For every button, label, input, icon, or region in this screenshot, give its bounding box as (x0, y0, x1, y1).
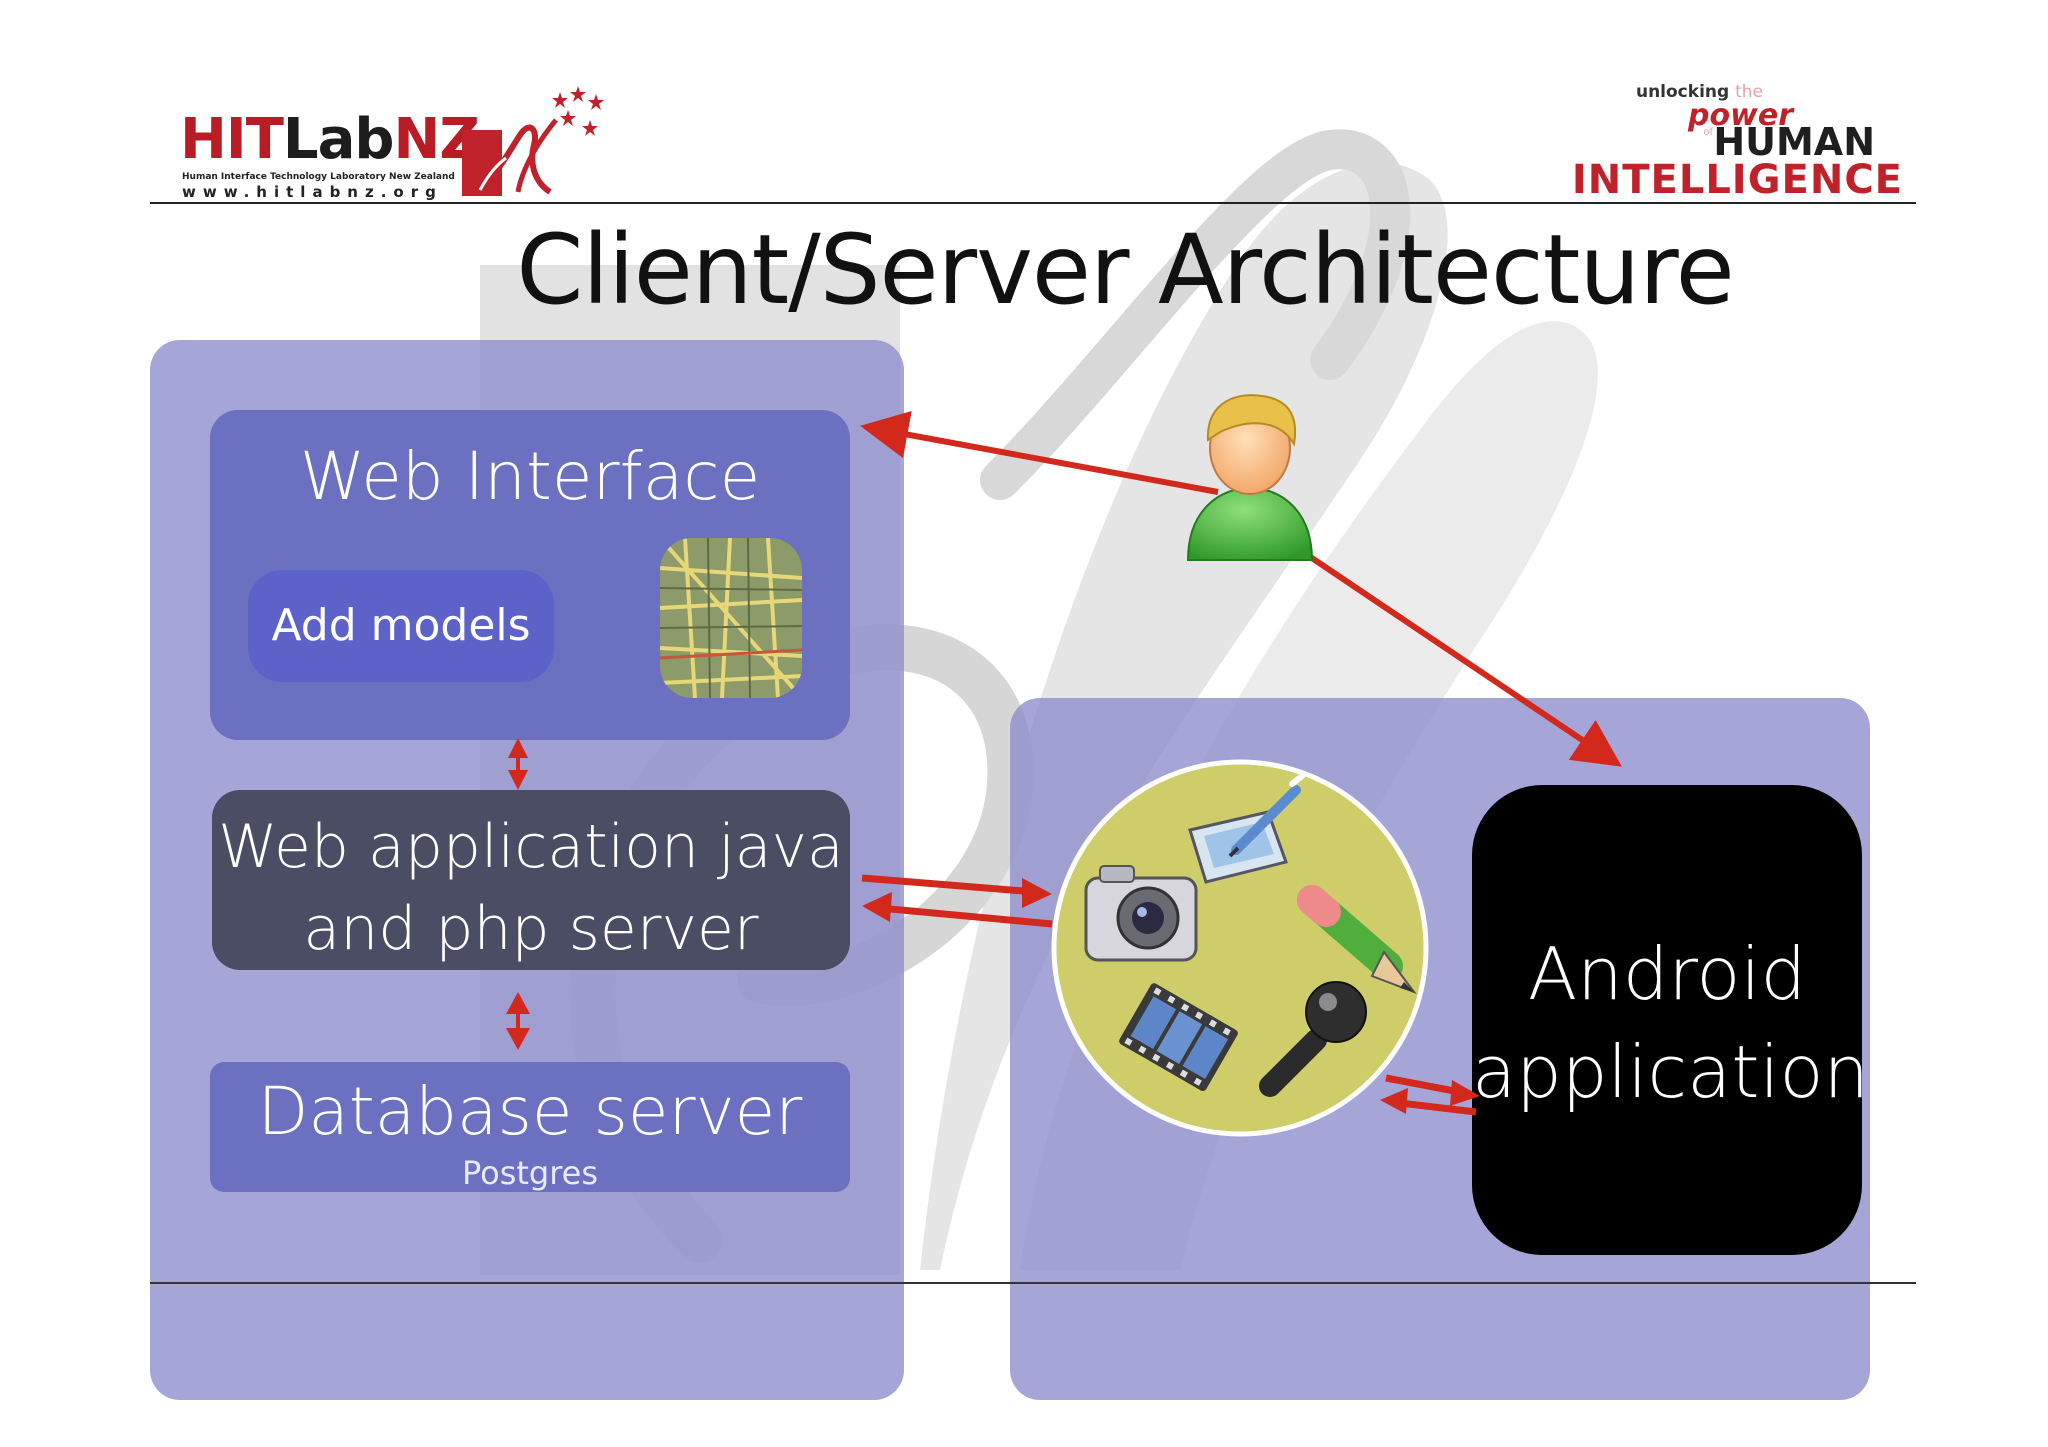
hitlabnz-wordmark: HITLabNZ (180, 107, 480, 172)
logo-subtitle: Human Interface Technology Laboratory Ne… (182, 172, 455, 182)
tagline: unlocking the power of HUMAN INTELLIGENC… (1563, 82, 1903, 203)
database-engine-label: Postgres (461, 1154, 599, 1192)
film-icon (1119, 983, 1238, 1091)
database-server-label: Database server (257, 1073, 803, 1150)
tablet-pen-icon (1188, 773, 1305, 884)
page-title: Client/Server Architecture (516, 214, 1734, 326)
android-application-box: Android application (1472, 785, 1870, 1255)
web-interface-label: Web Interface (299, 438, 761, 515)
map-thumbnail-icon (660, 538, 802, 698)
microphone-icon (1259, 981, 1367, 1097)
web-interface-box: Web Interface Add models (210, 410, 850, 740)
android-line1: Android (1527, 932, 1807, 1016)
logo-hit: HIT (180, 107, 284, 172)
logo-lab: Lab (282, 107, 395, 172)
pencil-icon (1297, 885, 1417, 995)
web-application-line2: and php server (303, 894, 759, 964)
hitlabnz-logo: HITLabNZ Human Interface Technology Labo… (180, 80, 604, 201)
android-line2: application (1472, 1030, 1870, 1114)
camera-icon (1084, 865, 1198, 962)
user-icon (1186, 394, 1314, 561)
arrow-media-to-android (1380, 1074, 1480, 1116)
web-application-box: Web application java and php server (212, 790, 850, 970)
logo-url: www.hitlabnz.org (182, 183, 443, 201)
android-application-label: Android application (1472, 925, 1870, 1121)
arrow-user-to-android (1298, 547, 1622, 767)
tagline-human: HUMAN (1713, 120, 1875, 164)
arrow-web-app-to-database (506, 992, 530, 1050)
add-models-button[interactable]: Add models (248, 570, 554, 682)
tagline-power: power (1688, 98, 1793, 133)
arrow-web-interface-to-web-app (508, 738, 528, 790)
tagline-of: of (1703, 127, 1713, 138)
tagline-intelligence: INTELLIGENCE (1571, 157, 1903, 203)
footer-rule (150, 1282, 1916, 1284)
star-figure-icon (462, 86, 604, 196)
tagline-unlocking: unlocking the (1635, 82, 1763, 102)
web-application-label: Web application java and php server (212, 806, 850, 970)
database-server-box: Database server Postgres (210, 1062, 850, 1192)
header-rule (150, 202, 1916, 204)
web-application-line1: Web application java (218, 812, 844, 882)
arrow-web-app-to-media (861, 874, 1053, 928)
arrow-user-to-web-interface (860, 410, 1219, 495)
